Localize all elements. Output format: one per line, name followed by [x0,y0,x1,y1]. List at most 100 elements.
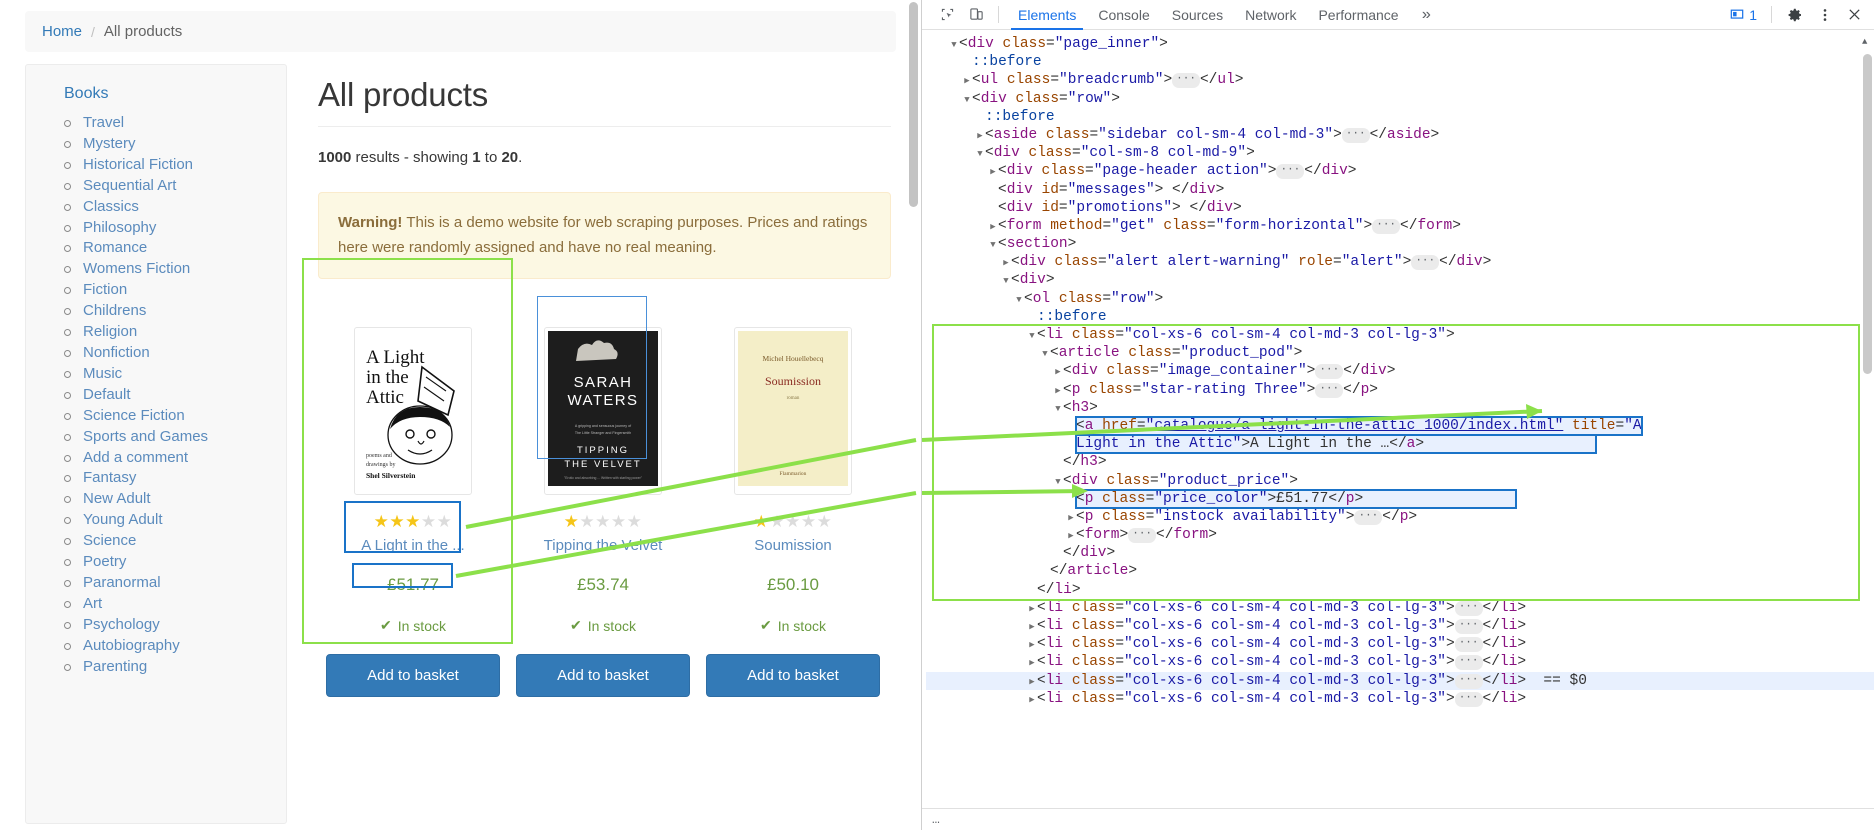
page-scrollbar-thumb[interactable] [909,2,918,207]
sidebar-item[interactable]: Young Adult [64,510,286,531]
collapse-triangle-icon[interactable] [1014,291,1024,309]
devtools-scrollbar-thumb[interactable] [1863,54,1872,374]
collapsed-children-icon[interactable]: ··· [1454,691,1483,707]
sidebar-item-label[interactable]: Music [83,364,123,382]
tab-elements[interactable]: Elements [1007,0,1087,30]
dom-node-line[interactable]: <div class="product_price"> [926,472,1874,490]
tab-performance[interactable]: Performance [1318,6,1399,23]
dom-node-line[interactable]: ::before [926,108,1874,126]
collapsed-children-icon[interactable]: ··· [1372,218,1401,234]
collapsed-children-icon[interactable]: ··· [1454,637,1483,653]
sidebar-item[interactable]: Travel [64,113,286,134]
expand-triangle-icon[interactable] [988,218,998,236]
sidebar-item[interactable]: Default [64,385,286,406]
sidebar-item[interactable]: Paranormal [64,573,286,594]
dom-node-line[interactable]: <div> [926,271,1874,289]
sidebar-item-label[interactable]: New Adult [83,490,151,508]
dom-node-line[interactable]: </article> [926,562,1874,580]
sidebar-item-label[interactable]: Womens Fiction [83,260,191,278]
product-title-link[interactable]: A Light in the ... [361,537,465,554]
sidebar-item-label[interactable]: Young Adult [83,511,163,529]
expand-triangle-icon[interactable] [988,163,998,181]
sidebar-item-label[interactable]: Science [83,532,137,550]
tab-console[interactable]: Console [1098,6,1150,23]
dom-node-line[interactable]: <a href="catalogue/a-light-in-the-attic_… [926,415,1874,437]
dom-node-line[interactable]: <div class="image_container">···</div> [926,362,1874,380]
sidebar-item-label[interactable]: Fiction [83,281,128,299]
collapsed-children-icon[interactable]: ··· [1354,509,1383,525]
collapse-triangle-icon[interactable] [1027,327,1037,345]
expand-triangle-icon[interactable] [1053,382,1063,400]
breadcrumb-home[interactable]: Home [42,23,82,40]
sidebar-item-label[interactable]: Religion [83,323,138,341]
sidebar-item[interactable]: Philosophy [64,218,286,239]
collapsed-children-icon[interactable]: ··· [1454,655,1483,671]
sidebar-item[interactable]: Religion [64,322,286,343]
sidebar-item-label[interactable]: Philosophy [83,218,157,236]
collapsed-children-icon[interactable]: ··· [1128,528,1157,544]
sidebar-item[interactable]: Poetry [64,552,286,573]
sidebar-item-label[interactable]: Sequential Art [83,176,177,194]
dom-node-line[interactable]: <form>···</form> [926,526,1874,544]
sidebar-item[interactable]: Romance [64,238,286,259]
collapse-triangle-icon[interactable] [1001,272,1011,290]
expand-triangle-icon[interactable] [1066,509,1076,527]
dom-node-line[interactable]: <h3> [926,399,1874,417]
dom-node-line[interactable]: <div id="messages"> </div> [926,181,1874,199]
dom-node-line[interactable]: <li class="col-xs-6 col-sm-4 col-md-3 co… [926,653,1874,671]
sidebar-item-label[interactable]: Science Fiction [83,406,185,424]
scroll-up-indicator[interactable]: ▲ [1862,37,1868,47]
dom-node-line[interactable]: Light in the Attic">A Light in the …</a> [926,434,1874,455]
expand-triangle-icon[interactable] [962,72,972,90]
sidebar-item-label[interactable]: Sports and Games [83,427,209,445]
sidebar-item-label[interactable]: Default [83,385,131,403]
sidebar-item[interactable]: Womens Fiction [64,259,286,280]
sidebar-item[interactable]: Nonfiction [64,343,286,364]
add-to-basket-button[interactable]: Add to basket [706,654,880,697]
expand-triangle-icon[interactable] [1027,636,1037,654]
sidebar-item-label[interactable]: Fantasy [83,469,137,487]
expand-triangle-icon[interactable] [975,127,985,145]
dom-node-line[interactable]: </div> [926,544,1874,562]
dom-node-line[interactable]: ::before [926,53,1874,71]
dom-node-line[interactable]: <article class="product_pod"> [926,344,1874,362]
sidebar-item[interactable]: Autobiography [64,636,286,657]
expand-triangle-icon[interactable] [1027,673,1037,691]
collapse-triangle-icon[interactable] [1053,473,1063,491]
message-count-badge[interactable]: 1 [1725,7,1762,23]
sidebar-item-label[interactable]: Nonfiction [83,343,150,361]
sidebar-item-label[interactable]: Poetry [83,553,127,571]
dom-node-line[interactable]: <p class="price_color">£51.77</p> [926,488,1874,509]
sidebar-item-label[interactable]: Classics [83,197,139,215]
dom-node-line[interactable]: <section> [926,235,1874,253]
collapsed-children-icon[interactable]: ··· [1454,600,1483,616]
dom-node-line[interactable]: <li class="col-xs-6 col-sm-4 col-md-3 co… [926,635,1874,653]
collapsed-children-icon[interactable]: ··· [1315,364,1344,380]
collapsed-children-icon[interactable]: ··· [1454,673,1483,689]
sidebar-item[interactable]: Science Fiction [64,406,286,427]
add-to-basket-button[interactable]: Add to basket [516,654,690,697]
sidebar-item[interactable]: Sports and Games [64,427,286,448]
dom-node-line[interactable]: <ul class="breadcrumb">···</ul> [926,71,1874,89]
sidebar-item[interactable]: Mystery [64,134,286,155]
dom-node-line[interactable]: <p class="instock availability">···</p> [926,508,1874,526]
dom-node-line[interactable]: <form method="get" class="form-horizonta… [926,217,1874,235]
sidebar-item-label[interactable]: Childrens [83,302,147,320]
dom-node-line[interactable]: <ol class="row"> [926,290,1874,308]
sidebar-item[interactable]: Childrens [64,301,286,322]
sidebar-item[interactable]: Fantasy [64,468,286,489]
sidebar-item[interactable]: Classics [64,197,286,218]
collapse-triangle-icon[interactable] [962,91,972,109]
sidebar-item-label[interactable]: Art [83,594,103,612]
collapsed-children-icon[interactable]: ··· [1276,164,1305,180]
expand-triangle-icon[interactable] [1053,363,1063,381]
dom-node-line[interactable]: <li class="col-xs-6 col-sm-4 col-md-3 co… [926,326,1874,344]
device-toolbar-icon[interactable] [963,3,990,27]
sidebar-item-label[interactable]: Paranormal [83,573,161,591]
sidebar-item[interactable]: Parenting [64,657,286,678]
sidebar-item-label[interactable]: Psychology [83,615,160,633]
